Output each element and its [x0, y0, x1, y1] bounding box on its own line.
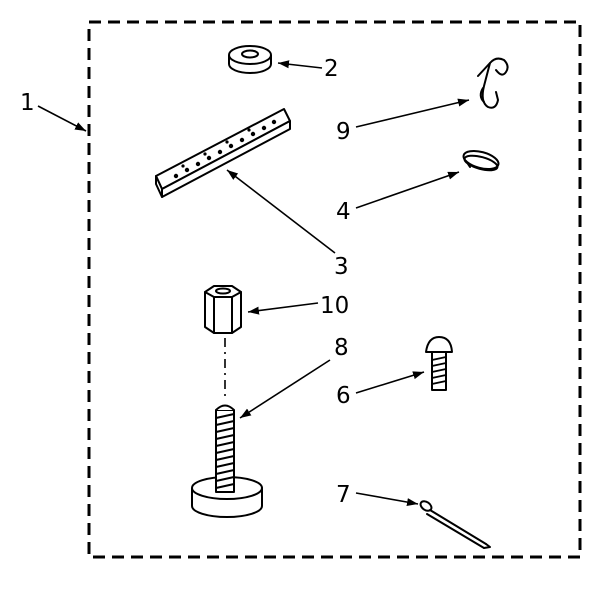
callout-pin: 7: [336, 482, 351, 508]
leader-hook: [355, 98, 470, 128]
leader-retainer: [355, 171, 460, 209]
leader-stud: [239, 359, 331, 419]
callout-kit: 1: [20, 90, 35, 116]
callout-bracket: 3: [334, 254, 349, 280]
callout-screw: 6: [336, 383, 351, 409]
pin-part: [419, 500, 491, 549]
callout-retainer: 4: [336, 199, 351, 225]
screw-part: [425, 336, 453, 391]
washer-part: [228, 45, 272, 74]
leader-washer: [277, 60, 323, 69]
leader-screw: [355, 371, 425, 394]
hook-part: [477, 57, 509, 109]
bracket-part: [155, 108, 291, 198]
coupling-part: [204, 285, 242, 334]
kit-boundary: [87, 20, 582, 559]
callout-stud: 8: [334, 335, 349, 361]
leader-arrows: [37, 60, 470, 507]
leader-pin: [355, 492, 419, 507]
leader-bracket: [226, 169, 336, 254]
retainer-part: [462, 149, 500, 172]
callout-coupling: 10: [320, 293, 349, 319]
callout-washer: 2: [324, 56, 339, 82]
callout-hook: 9: [336, 119, 351, 145]
stud-part: [191, 404, 263, 518]
leader-coupling: [247, 302, 319, 315]
leader-kit: [37, 105, 87, 132]
